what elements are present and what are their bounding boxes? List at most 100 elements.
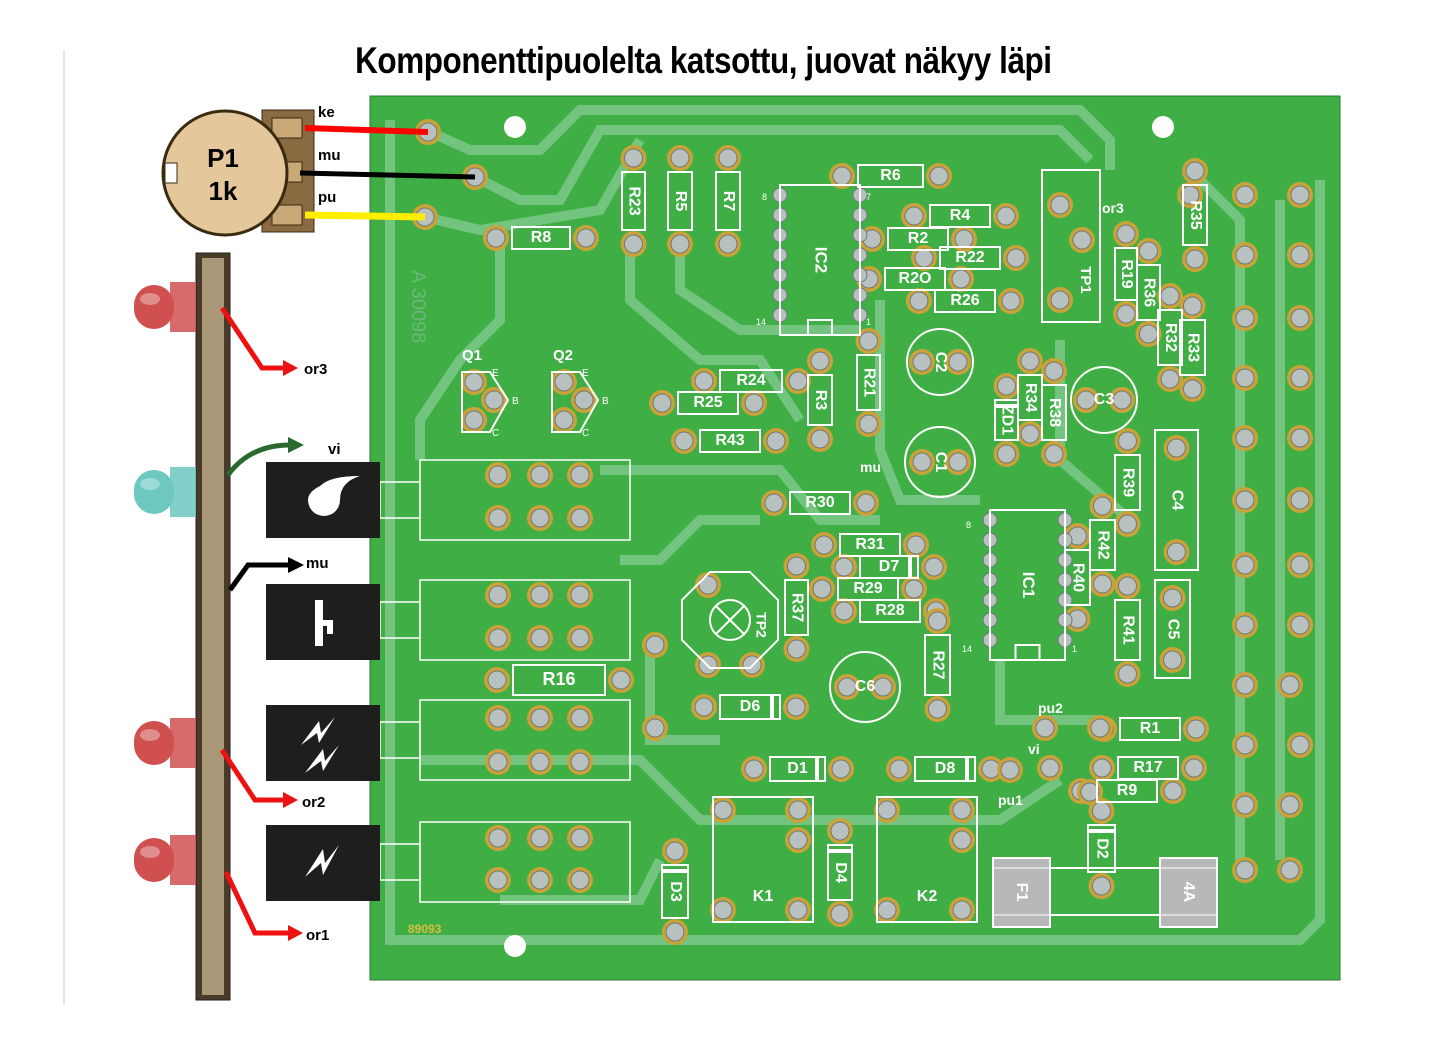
solder-joint <box>530 465 550 485</box>
solder-joint <box>834 557 854 577</box>
panel-button-bolt[interactable] <box>266 825 380 901</box>
panel-button-tap[interactable] <box>266 584 380 660</box>
fuse-body <box>1049 867 1161 916</box>
solder-joint <box>486 228 506 248</box>
solder-joint <box>859 414 878 434</box>
component-label-r23: R23 <box>625 186 642 215</box>
solder-joint <box>1118 514 1137 534</box>
solder-joint <box>1290 428 1310 448</box>
solder-joint <box>1050 290 1070 310</box>
component-r33 <box>1179 319 1206 376</box>
solder-joint <box>1290 368 1310 388</box>
solder-joint <box>924 557 944 577</box>
solder-joint <box>530 752 550 772</box>
led-flange <box>170 718 196 768</box>
solder-joint <box>611 670 631 690</box>
component-label-ic2: IC2 <box>812 247 831 273</box>
solder-joint <box>1290 490 1310 510</box>
panel-button-double-bolt[interactable] <box>266 705 380 781</box>
component-r6 <box>857 164 924 188</box>
panel-label-or1: or1 <box>306 927 329 944</box>
component-r32 <box>1157 309 1183 366</box>
led <box>134 721 174 765</box>
component-label-r8: R8 <box>531 229 552 246</box>
component-r36 <box>1136 264 1161 321</box>
solder-joint <box>1118 664 1137 684</box>
wire-arrows <box>219 306 304 941</box>
solder-joint <box>928 611 947 631</box>
wire-arrow <box>225 442 291 477</box>
solder-joint <box>877 800 897 820</box>
component-label-r4: R4 <box>950 207 971 224</box>
led-highlight <box>140 293 160 305</box>
component-r2 <box>887 227 949 251</box>
solder-joint <box>914 248 934 268</box>
component-r21 <box>856 354 881 411</box>
solder-joint <box>487 670 507 690</box>
ic-pin-number: 1 <box>866 317 871 327</box>
component-zd1 <box>994 399 1019 441</box>
solder-joint <box>1080 782 1100 802</box>
potentiometer-p1: P1 1k ke mu pu <box>161 104 341 237</box>
component-d6 <box>719 694 781 720</box>
solder-joint <box>831 759 851 779</box>
solder-joint <box>1020 424 1040 444</box>
component-label-r34: R34 <box>1022 383 1039 412</box>
solder-joint <box>788 800 808 820</box>
solder-joint <box>1000 760 1020 780</box>
component-label-c6: C6 <box>855 678 876 695</box>
solder-joint <box>574 390 594 410</box>
panel-label-vi: vi <box>328 441 341 458</box>
component-label-c3: C3 <box>1094 391 1115 408</box>
pot-pin-mu: mu <box>318 147 341 164</box>
component-label-d3: D3 <box>667 881 684 902</box>
panel-label-or2: or2 <box>302 794 325 811</box>
solder-joint <box>1186 719 1206 739</box>
mounting-hole <box>504 935 526 957</box>
solder-joint <box>488 585 508 605</box>
component-k2 <box>876 796 978 923</box>
solder-joint <box>645 718 665 738</box>
component-label-r37: R37 <box>788 593 805 622</box>
transistor-pin-label: E <box>492 368 499 379</box>
panel-button-drop[interactable] <box>266 462 380 538</box>
solder-joint <box>554 372 574 392</box>
component-label-r19: R19 <box>1118 259 1135 288</box>
solder-joint <box>1020 351 1040 371</box>
wire-arrow <box>219 306 285 371</box>
solder-joint <box>1160 369 1180 389</box>
component-r27 <box>924 634 951 696</box>
wire-arrow <box>223 870 290 936</box>
net-label-pu2: pu2 <box>1038 700 1063 716</box>
arrow-head-icon <box>288 437 304 453</box>
red-wire <box>304 125 429 135</box>
solder-joint <box>1139 324 1158 344</box>
ic-pin-number: 8 <box>966 520 971 530</box>
solder-joint <box>1280 675 1300 695</box>
solder-joint <box>812 579 832 599</box>
tp2-knob <box>709 599 751 641</box>
solder-joint <box>1118 431 1137 451</box>
solder-joint <box>570 752 590 772</box>
component-label-r9: R9 <box>1117 782 1138 799</box>
solder-joint <box>1235 675 1255 695</box>
solder-joint <box>1290 245 1310 265</box>
solder-joint <box>1001 291 1021 311</box>
solder-joint <box>1112 390 1132 410</box>
solder-joint <box>576 228 596 248</box>
solder-joint <box>1235 428 1255 448</box>
component-r38 <box>1041 384 1067 441</box>
wire-arrow <box>227 562 290 592</box>
solder-joint <box>1167 438 1186 458</box>
net-label-vi: vi <box>1028 741 1040 757</box>
component-label-r42: R42 <box>1094 530 1111 559</box>
solder-joint <box>1093 496 1112 516</box>
panel-label-mu: mu <box>306 555 329 572</box>
solder-joint <box>488 508 508 528</box>
solder-joint <box>1235 615 1255 635</box>
solder-joint <box>670 148 690 168</box>
ic-pin-number: 7 <box>866 192 871 202</box>
black-wire <box>299 170 476 180</box>
switch-outlines <box>379 459 631 903</box>
component-r26 <box>934 289 996 313</box>
